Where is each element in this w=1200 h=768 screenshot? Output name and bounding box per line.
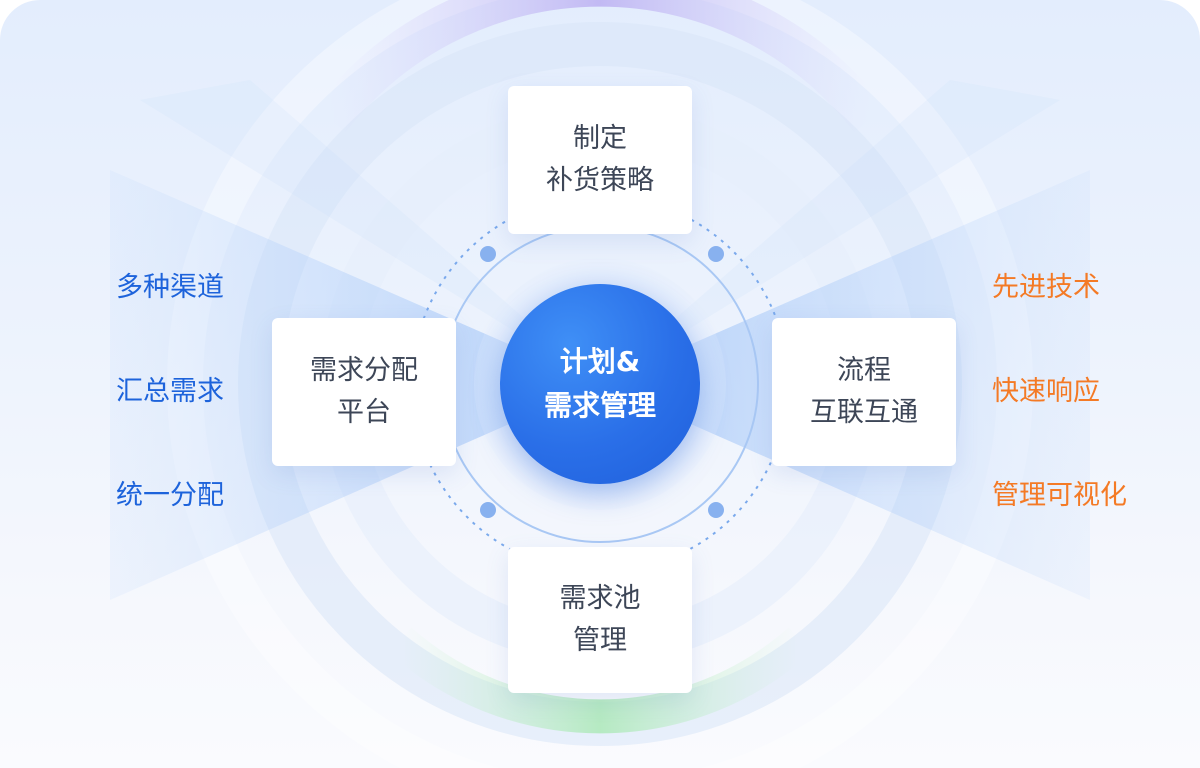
hub-label: 计划& [559,345,641,378]
left-upper-beam [140,80,600,384]
purple-accent-arc [314,0,886,133]
card-label: 需求池 [559,583,641,614]
orbit-dot [708,246,724,262]
hub-label: 需求管理 [543,389,656,422]
left-feature-aggregate-demand: 汇总需求 [116,376,224,407]
card-label: 平台 [337,397,391,428]
card-label: 需求分配 [310,355,418,386]
card-process-interconnection: 流程 互联互通 [772,318,956,466]
right-feature-fast-response: 快速响应 [992,376,1100,407]
card-label: 互联互通 [810,397,918,428]
card-demand-pool-management: 需求池 管理 [508,547,692,693]
orbit-dot [708,502,724,518]
left-feature-unified-allocation: 统一分配 [116,480,224,511]
center-hub: 计划& 需求管理 [500,284,700,484]
right-feature-advanced-tech: 先进技术 [992,272,1100,303]
orbit-dot [480,502,496,518]
card-label: 流程 [837,355,891,386]
card-label: 管理 [573,625,627,656]
card-label: 补货策略 [546,165,654,196]
orbit-dot [480,246,496,262]
right-feature-visual-management: 管理可视化 [992,480,1127,511]
card-label: 制定 [573,123,627,154]
green-accent-arc [388,627,812,734]
card-demand-allocation-platform: 需求分配 平台 [272,318,456,466]
card-replenishment-strategy: 制定 补货策略 [508,86,692,234]
left-feature-multi-channel: 多种渠道 [116,272,224,303]
right-upper-beam [600,80,1060,384]
